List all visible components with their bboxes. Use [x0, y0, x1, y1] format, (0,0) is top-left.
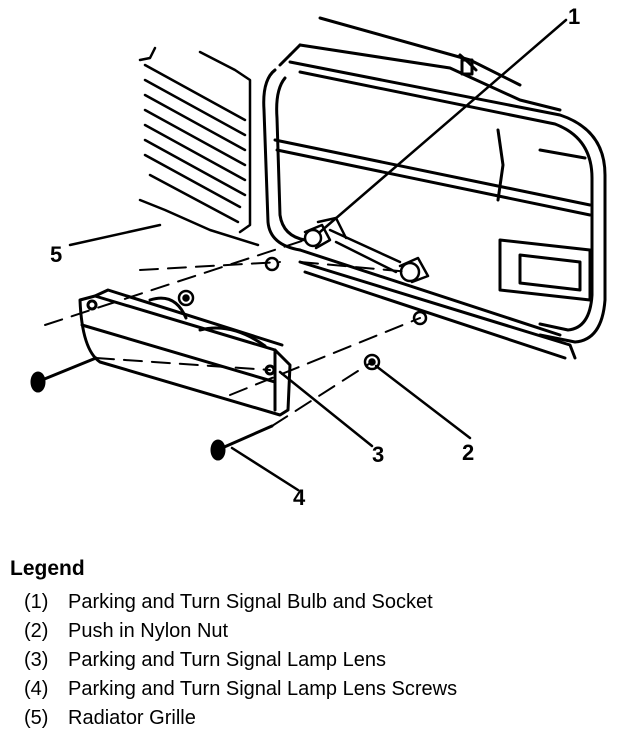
callout-4: 4 [293, 485, 306, 510]
callout-3: 3 [372, 442, 384, 467]
legend-item-text: Parking and Turn Signal Bulb and Socket [68, 591, 433, 613]
legend-item-number: (5) [24, 707, 49, 729]
legend-item: (1) Parking and Turn Signal Bulb and Sock… [24, 588, 630, 617]
callout-1: 1 [568, 4, 580, 29]
callout-5: 5 [50, 242, 62, 267]
legend-item-text: Parking and Turn Signal Lamp Lens [68, 649, 386, 671]
legend-item-number: (4) [24, 678, 49, 700]
alignment-lines [44, 239, 421, 427]
legend-item-text: Push in Nylon Nut [68, 620, 229, 642]
callout-2: 2 [462, 440, 474, 465]
legend-item: (3) Parking and Turn Signal Lamp Lens [24, 646, 630, 675]
legend-item: (4) Parking and Turn Signal Lamp Lens Scr… [24, 675, 630, 704]
legend-item-number: (2) [24, 620, 49, 642]
exploded-view-diagram: 1 2 3 4 5 [30, 4, 607, 510]
legend-list: (1) Parking and Turn Signal Bulb and Sock… [10, 588, 630, 733]
legend-item-number: (3) [24, 649, 49, 671]
radiator-grille [138, 46, 260, 247]
legend: Legend (1) Parking and Turn Signal Bulb a… [10, 556, 630, 733]
legend-item-text: Parking and Turn Signal Lamp Lens Screws [68, 678, 458, 700]
legend-item-number: (1) [24, 591, 49, 613]
lens-screw [30, 356, 274, 461]
lamp-lens [78, 288, 292, 417]
leader-lines [68, 18, 568, 492]
headlamp-housing [262, 16, 607, 360]
legend-item: (2) Push in Nylon Nut [24, 617, 630, 646]
legend-title: Legend [10, 557, 85, 580]
legend-item-text: Radiator Grille [68, 707, 196, 729]
nylon-nut [177, 256, 428, 371]
legend-item: (5) Radiator Grille [24, 704, 630, 733]
